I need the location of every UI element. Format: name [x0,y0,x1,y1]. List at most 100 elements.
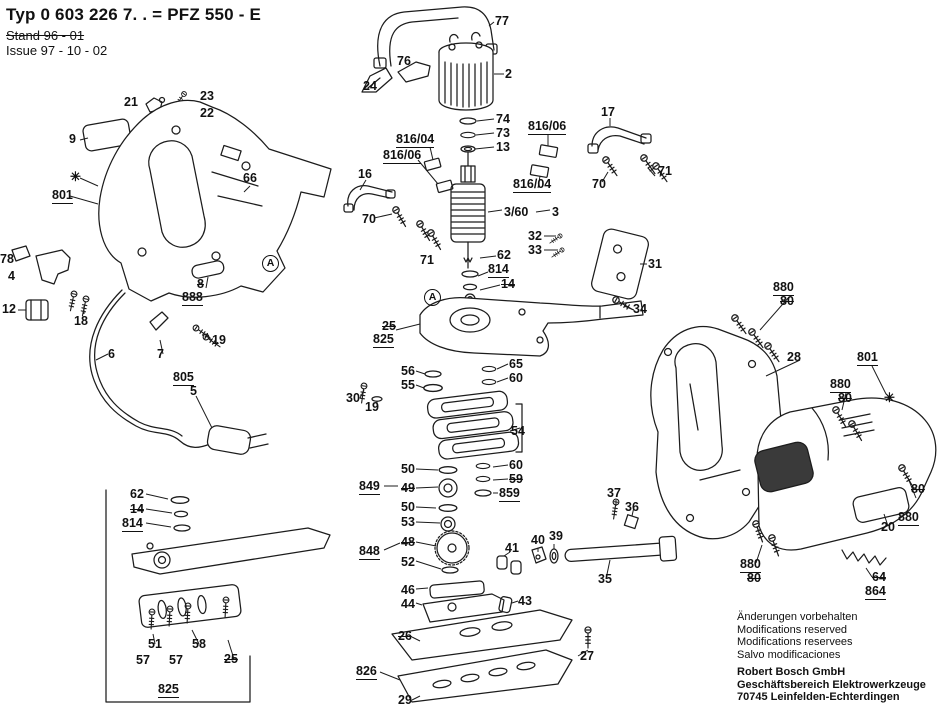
part-label-23: 23 [200,89,214,103]
part-label-816-04: 816/04 [513,177,552,193]
part-label-33: 33 [528,243,542,257]
part-label-44: 44 [401,597,415,611]
part-label-826: 826 [356,664,377,680]
part-label-80: 80 [747,571,761,585]
type-number-title: Typ 0 603 226 7. . = PFZ 550 - E [6,5,262,24]
part-label-36: 36 [625,500,639,514]
part-label-60: 60 [509,458,523,472]
part-label-18: 18 [74,314,88,328]
part-label-54: 54 [511,424,525,438]
part-label-50: 50 [401,500,415,514]
part-label-60: 60 [509,371,523,385]
part-label-3: 3 [552,205,559,219]
company-name: Robert Bosch GmbH [737,666,846,678]
footer-line: Modifications reservees [737,636,853,648]
part-label-20: 20 [881,520,895,534]
part-label-825: 825 [373,332,394,348]
part-label-71: 71 [420,253,434,267]
part-label-26: 26 [398,629,412,643]
part-label-7: 7 [157,347,164,361]
company-address: 70745 Leinfelden-Echterdingen [737,691,900,703]
part-label-66: 66 [243,171,257,185]
part-label-53: 53 [401,515,415,529]
part-label-21: 21 [124,95,138,109]
part-label-801: 801 [857,350,878,366]
footer-line: Modifications reserved [737,623,848,636]
part-label-70: 70 [592,177,606,191]
part-label-814: 814 [488,262,509,278]
view-marker-a: A [424,289,441,306]
part-label-5: 5 [190,384,197,398]
part-label-801: 801 [52,188,73,204]
part-label-73: 73 [496,126,510,140]
part-label-848: 848 [359,544,380,560]
legal-footer: Änderungen vorbehalten Modifications res… [737,611,926,704]
star-symbol: ✳ [70,169,81,184]
part-label-52: 52 [401,555,415,569]
part-label-22: 22 [200,106,214,120]
part-label-825: 825 [158,682,179,698]
issue-line: Issue 97 - 10 - 02 [6,43,108,58]
part-label-805: 805 [173,370,194,386]
part-label-6: 6 [108,347,115,361]
part-label-17: 17 [601,105,615,119]
part-label-57: 57 [169,653,183,667]
stand-line-struck: Stand 96 - 01 [6,28,85,43]
part-label-4: 4 [8,269,15,283]
part-label-34: 34 [633,302,647,316]
part-label-29: 29 [398,693,412,707]
part-label-78: 78 [0,252,14,266]
part-label-27: 27 [580,649,594,663]
part-label-62: 62 [130,487,144,501]
part-label-74: 74 [496,112,510,126]
part-label-65: 65 [509,357,523,371]
part-label-25: 25 [224,652,238,666]
part-label-859: 859 [499,486,520,502]
part-label-880: 880 [773,280,794,296]
part-label-13: 13 [496,140,510,154]
part-label-32: 32 [528,229,542,243]
part-label-19: 19 [365,400,379,414]
part-label-57: 57 [136,653,150,667]
part-label-64: 64 [872,570,886,584]
part-label-80: 80 [838,391,852,405]
part-label-37: 37 [607,486,621,500]
part-label-16: 16 [358,167,372,181]
part-label-816-06: 816/06 [383,148,422,164]
part-label-3-60: 3/60 [504,205,529,219]
part-label-55: 55 [401,378,415,392]
part-label-80: 80 [780,294,794,308]
part-label-849: 849 [359,479,380,495]
drawing-header: Typ 0 603 226 7. . = PFZ 550 - E Stand 9… [6,5,261,58]
part-label-31: 31 [648,257,662,271]
part-label-80: 80 [911,482,925,496]
part-label-62: 62 [497,248,511,262]
part-label-814: 814 [122,516,143,532]
part-label-43: 43 [518,594,532,608]
part-label-28: 28 [787,350,801,364]
part-label-24: 24 [363,79,377,93]
part-label-14: 14 [130,502,144,516]
part-label-19: 19 [212,333,226,347]
part-label-880: 880 [740,557,761,573]
part-label-888: 888 [182,290,203,306]
view-marker-a: A [262,255,279,272]
part-label-39: 39 [549,529,563,543]
part-label-41: 41 [505,541,519,555]
part-label-58: 58 [192,637,206,651]
part-label-880: 880 [830,377,851,393]
footer-line: Salvo modificaciones [737,648,841,661]
part-label-76: 76 [397,54,411,68]
part-label-46: 46 [401,583,415,597]
part-label-2: 2 [505,67,512,81]
company-division: Geschäftsbereich Elektrowerkzeuge [737,678,926,691]
part-label-8: 8 [197,277,204,291]
star-symbol: ✳ [884,390,895,405]
part-label-25: 25 [382,319,396,333]
part-label-816-06: 816/06 [528,119,567,135]
part-label-70: 70 [362,212,376,226]
footer-line: Änderungen vorbehalten [737,611,858,623]
part-label-50: 50 [401,462,415,476]
